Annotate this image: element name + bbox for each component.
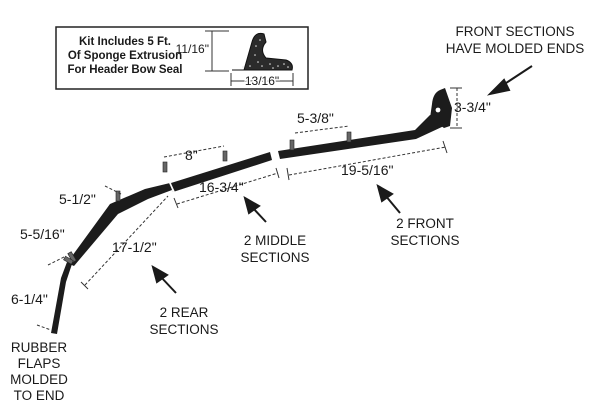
dim-front-length: 19-5/16" xyxy=(341,162,393,178)
arrow-middle-sections xyxy=(243,195,267,223)
dim-rear-end: 6-1/4" xyxy=(11,291,48,307)
dim-front-spacing: 5-3/8" xyxy=(297,110,334,126)
section-joints xyxy=(168,148,277,195)
callout-texts: FRONT SECTIONS HAVE MOLDED ENDS 2 FRONT … xyxy=(10,24,584,403)
middle-seal xyxy=(171,152,272,192)
front-seal xyxy=(278,115,447,159)
callout-arrows xyxy=(151,65,533,294)
arrow-front-sections xyxy=(376,183,401,214)
kit-line-2: Of Sponge Extrusion xyxy=(68,50,182,62)
callout-flaps-line4: TO END xyxy=(14,388,65,403)
callout-front-ends-line2: HAVE MOLDED ENDS xyxy=(446,41,585,56)
dim-rear-spacing-mid: 5-5/16" xyxy=(20,226,65,242)
callout-rear-line1: 2 REAR xyxy=(160,305,209,320)
dim-rear-spacing-top: 5-1/2" xyxy=(59,191,96,207)
callout-rear-line2: SECTIONS xyxy=(149,322,218,337)
kit-line-1: Kit Includes 5 Ft. xyxy=(79,36,171,48)
callout-middle-line1: 2 MIDDLE xyxy=(244,233,306,248)
dimension-labels: 3-3/4" 5-3/8" 19-5/16" 8" 16-3/4" 5-1/2"… xyxy=(11,99,491,307)
dim-rear-length: 17-1/2" xyxy=(112,239,157,255)
callout-flaps-line3: MOLDED xyxy=(10,372,68,387)
kit-height-label: 11/16" xyxy=(176,42,209,56)
sponge-extrusion-profile xyxy=(232,32,293,71)
front-molded-end xyxy=(430,88,452,128)
dimension-lines xyxy=(36,87,462,331)
kit-width-label: 13/16" xyxy=(245,74,279,88)
callout-flaps-line2: FLAPS xyxy=(18,356,61,371)
arrow-front-ends xyxy=(486,65,533,96)
callout-front-ends-line1: FRONT SECTIONS xyxy=(455,24,574,39)
callout-middle-line2: SECTIONS xyxy=(240,250,309,265)
kit-line-3: For Header Bow Seal xyxy=(67,64,182,76)
sponge-texture xyxy=(242,39,289,69)
callout-front-line2: SECTIONS xyxy=(390,233,459,248)
callout-flaps-line1: RUBBER xyxy=(11,340,68,355)
arrow-rear-sections xyxy=(151,264,177,294)
dim-front-end: 3-3/4" xyxy=(454,99,491,115)
callout-front-line1: 2 FRONT xyxy=(396,216,454,231)
mounting-pins xyxy=(63,131,352,265)
rear-seal-lower xyxy=(51,262,72,334)
rear-seal-upper xyxy=(67,183,172,266)
dim-middle-spacing: 8" xyxy=(185,147,198,163)
dim-middle-length: 16-3/4" xyxy=(199,179,244,195)
kit-info-box: Kit Includes 5 Ft. Of Sponge Extrusion F… xyxy=(55,26,309,90)
seal-strips xyxy=(51,88,452,334)
front-end-hole xyxy=(435,107,441,113)
